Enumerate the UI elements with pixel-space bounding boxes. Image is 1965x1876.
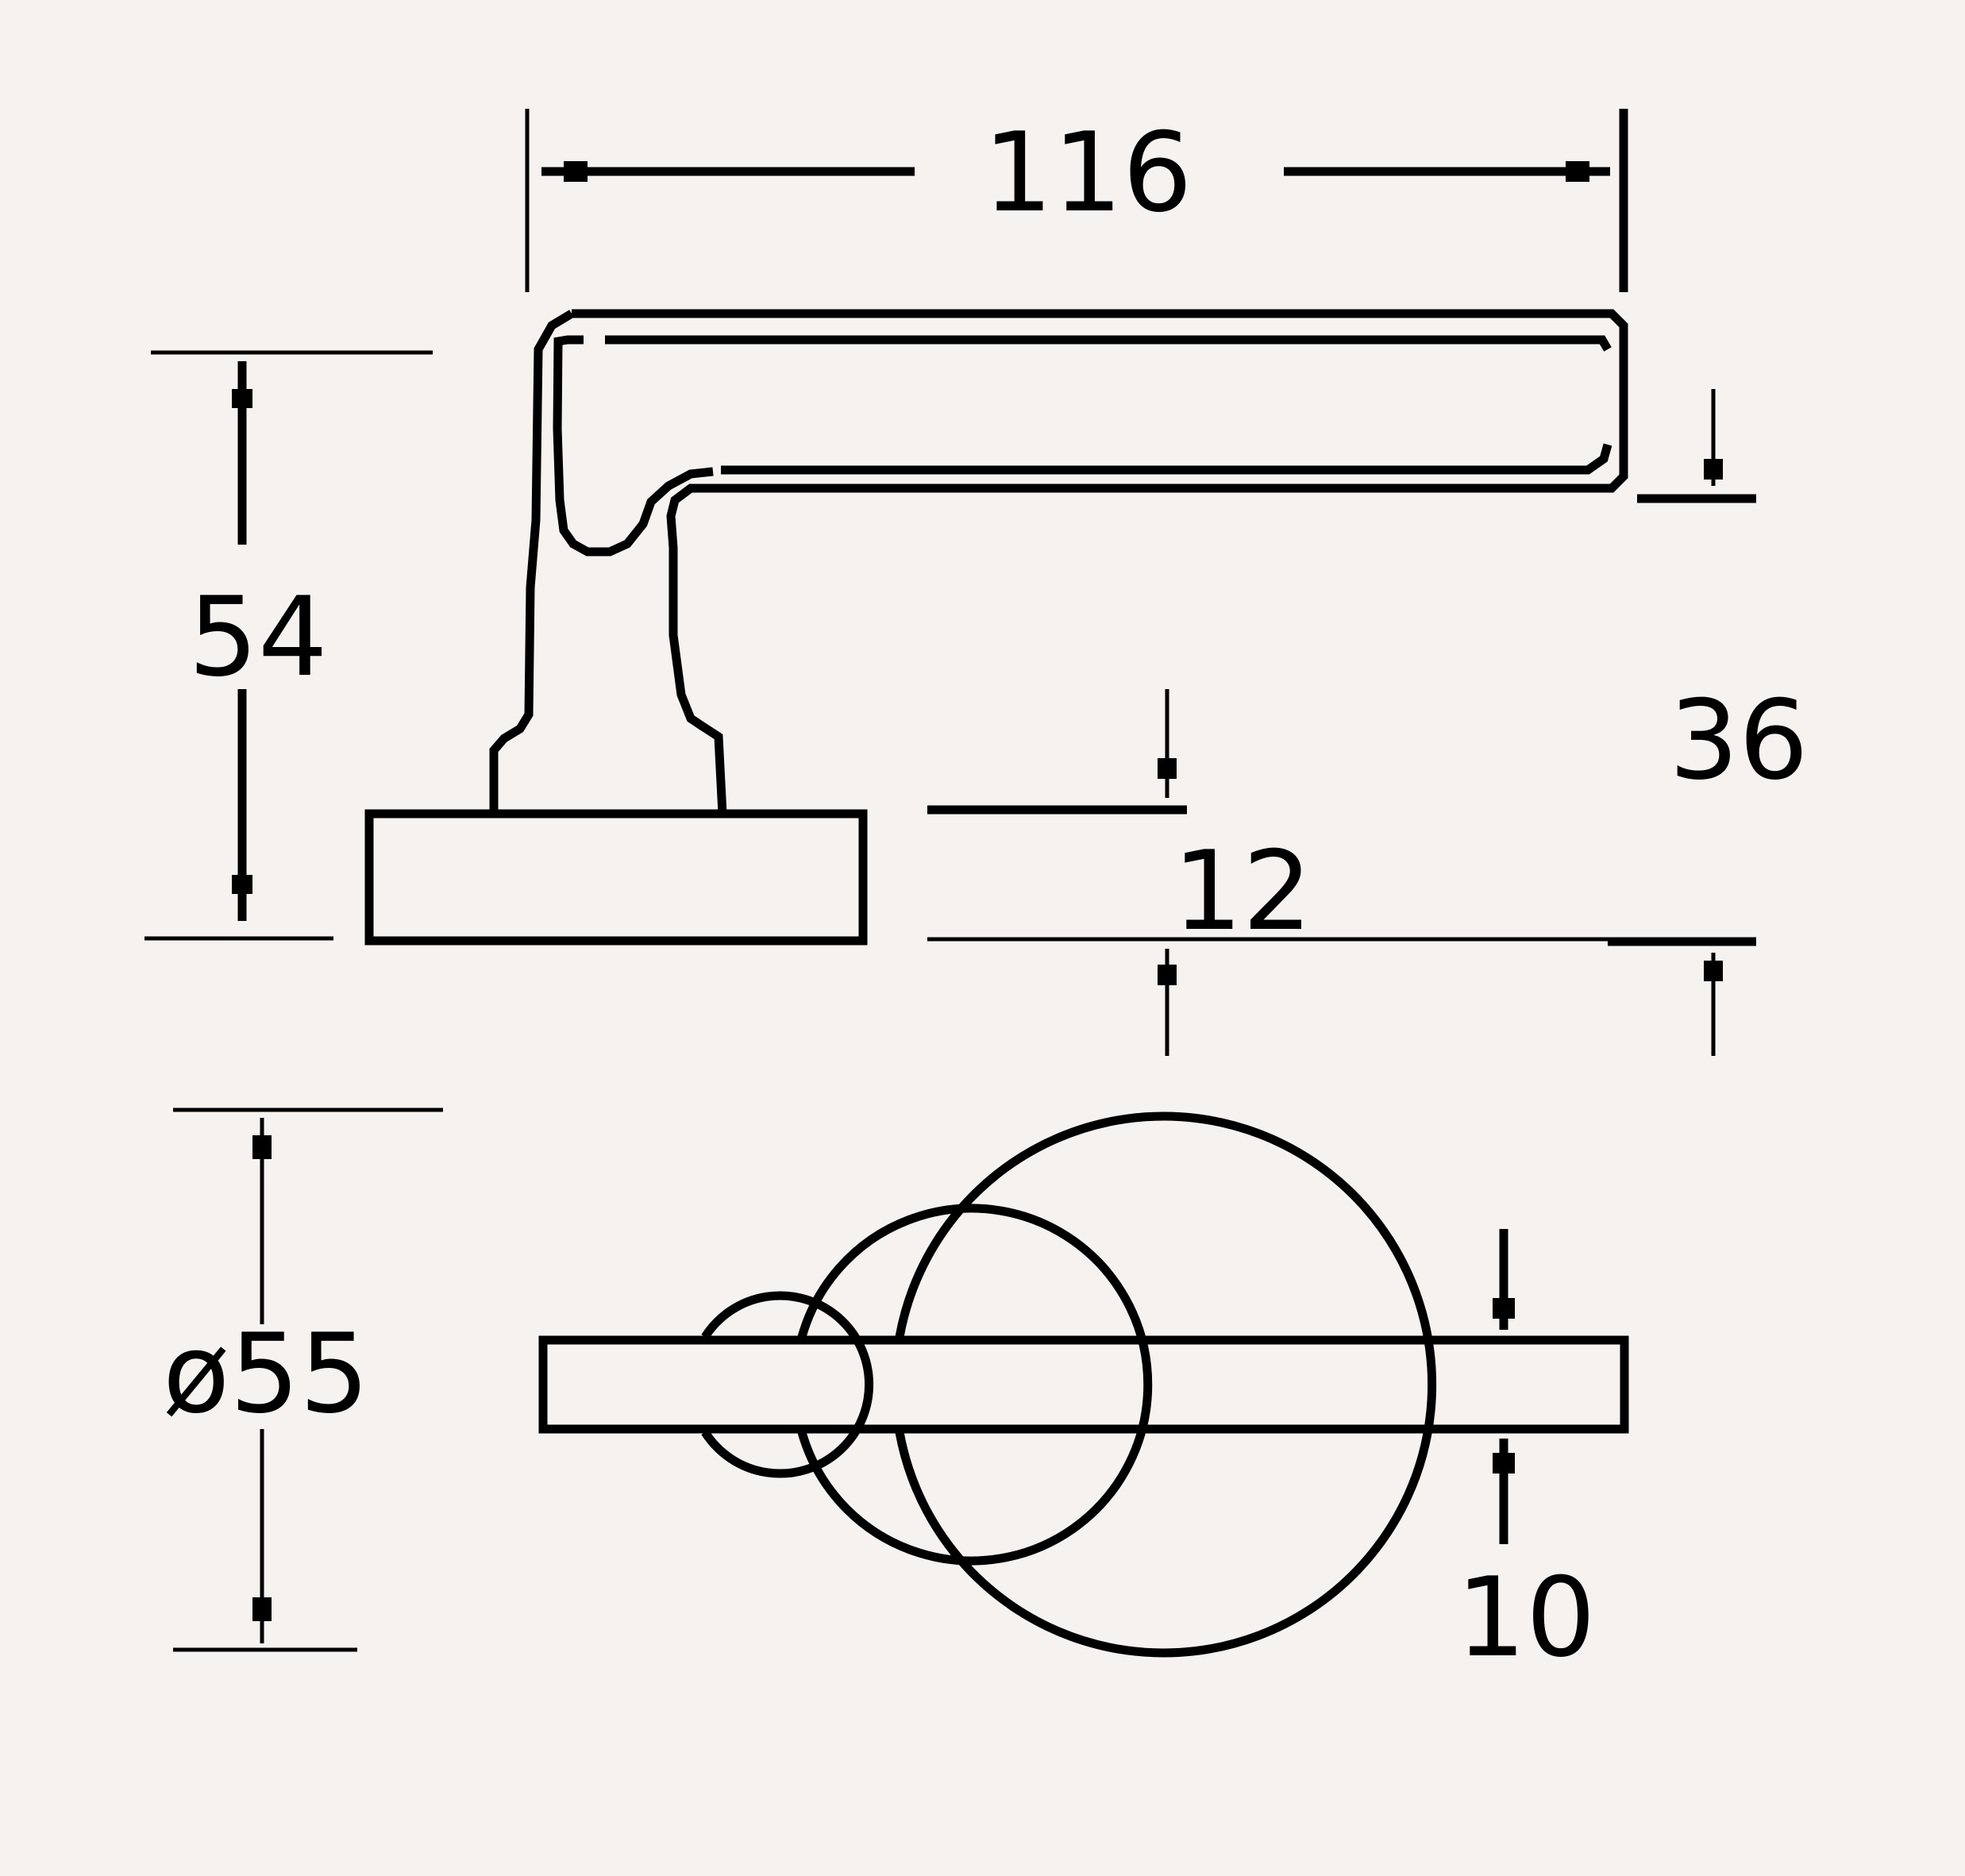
dim-label-lever-width: 10 <box>1456 1554 1596 1681</box>
arrowhead-rose-bottom <box>1158 965 1177 985</box>
arrowhead-lever-width-top <box>1493 1298 1515 1319</box>
dim-label-rose-thickness: 12 <box>1173 827 1312 955</box>
arrowhead-rose-diameter-bottom <box>252 1597 272 1621</box>
dimension-lever-height: 36 <box>1608 389 1809 1056</box>
arrowhead-right <box>1566 161 1589 182</box>
dimension-length: 116 <box>525 109 1628 292</box>
arrowhead-left <box>564 161 588 182</box>
arrowhead-top <box>232 389 252 408</box>
arrowhead-lever-bottom <box>1704 961 1723 981</box>
arrowhead-rose-diameter-top <box>252 1135 272 1159</box>
arrowhead-rose-top <box>1158 758 1177 779</box>
arrowhead-bottom <box>232 875 252 894</box>
dim-label-lever-height: 36 <box>1669 676 1809 804</box>
dim-label-length: 116 <box>983 109 1192 237</box>
dim-label-rose-diameter: ø55 <box>163 1310 369 1438</box>
dimension-rose-diameter: ø55 <box>163 1107 443 1652</box>
arrowhead-lever-top <box>1704 459 1723 480</box>
side-view <box>364 309 1628 946</box>
lever-inner-outline <box>553 335 1612 557</box>
dimension-height: 54 <box>144 350 433 941</box>
dimension-lever-width: 10 <box>1456 1229 1596 1681</box>
spindle-circle <box>701 1291 874 1478</box>
dim-label-height: 54 <box>188 573 328 701</box>
lever-outer-outline <box>489 309 1628 815</box>
arrowhead-lever-width-bottom <box>1493 1453 1515 1473</box>
rose-outer-circle <box>895 1111 1437 1658</box>
rose-side-profile <box>364 809 868 946</box>
lever-top-profile <box>538 1335 1629 1434</box>
top-view <box>538 1111 1629 1658</box>
rose-middle-circle <box>797 1204 1153 1566</box>
dimension-rose-thickness: 12 <box>927 689 1612 1056</box>
